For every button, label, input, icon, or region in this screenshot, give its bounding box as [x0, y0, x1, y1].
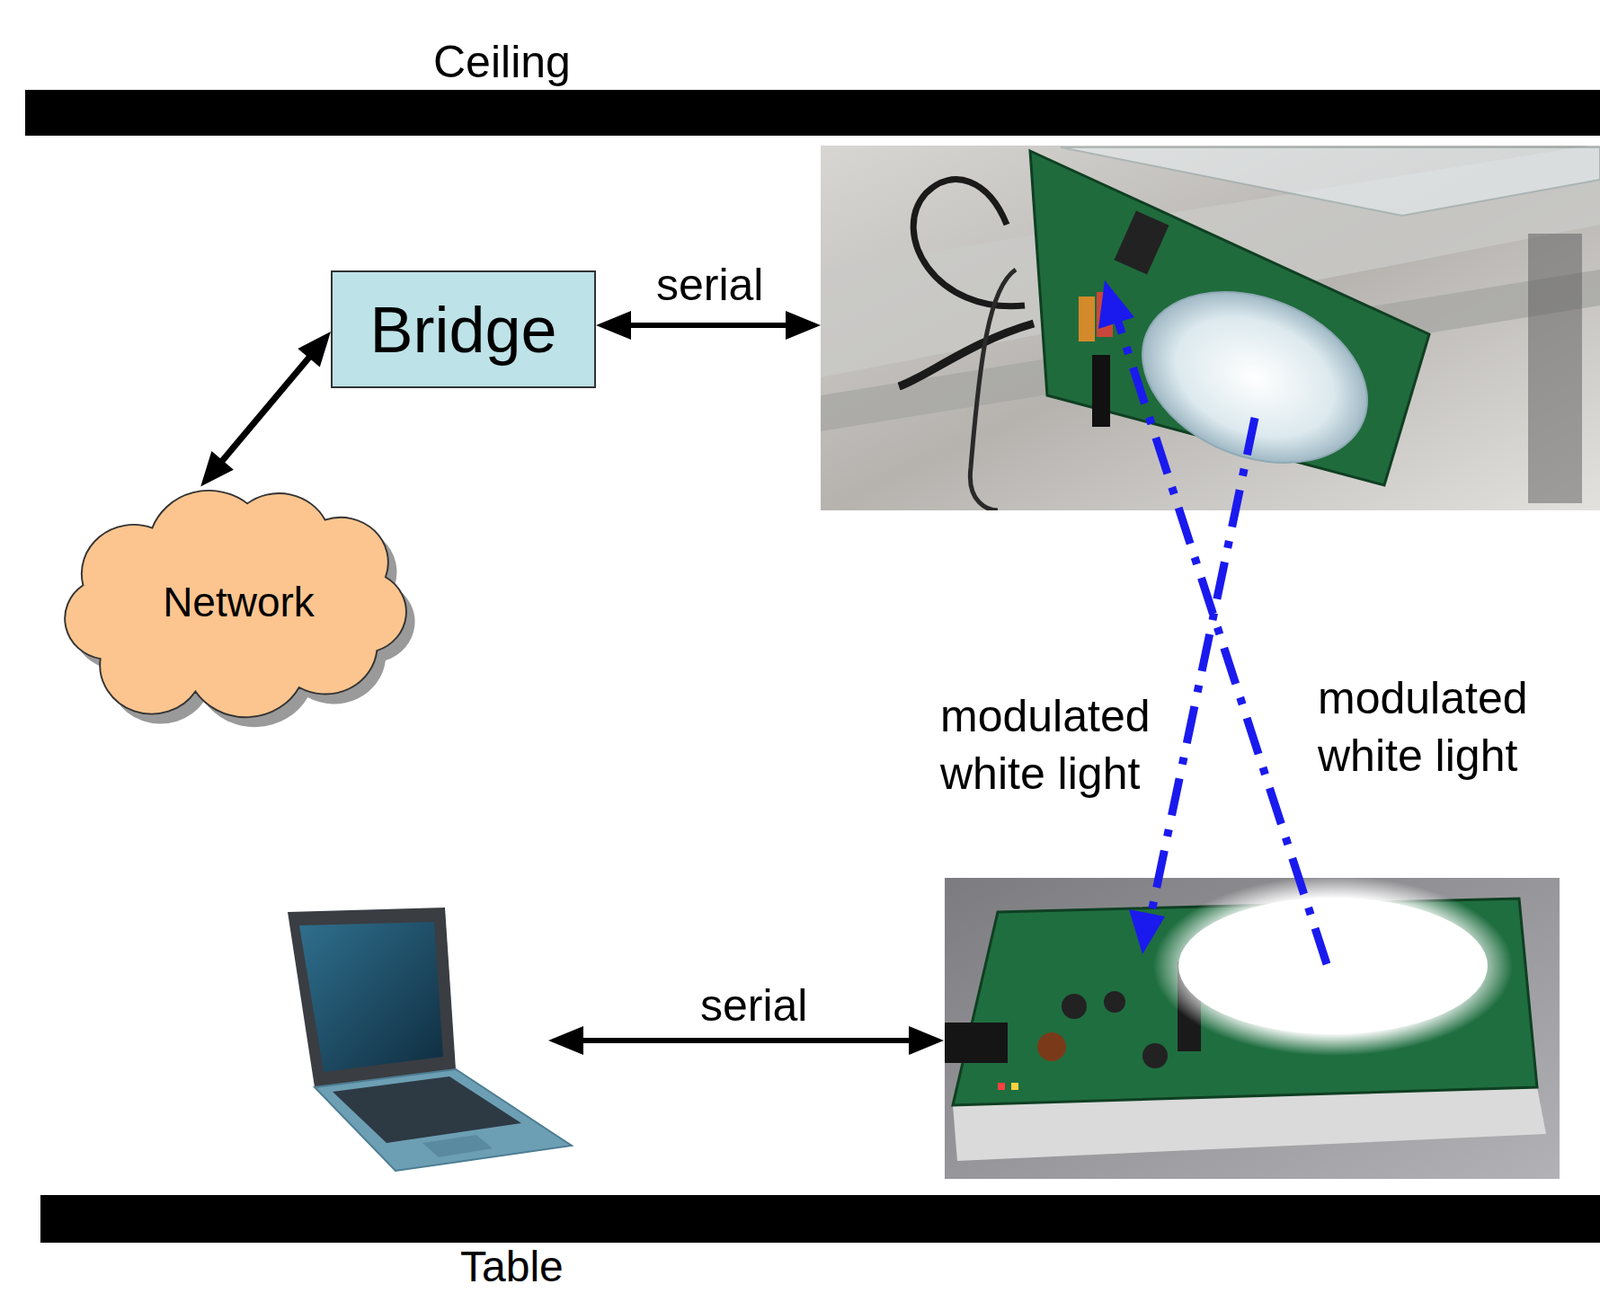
- serial-line: [620, 322, 797, 329]
- cable: [969, 269, 1016, 511]
- arrow-head: [1128, 909, 1165, 955]
- inductor: [1037, 1032, 1067, 1062]
- connector-line: [215, 349, 316, 470]
- arrow-head: [595, 311, 632, 340]
- cable-plug: [944, 1022, 1008, 1064]
- arrow-head: [200, 451, 234, 487]
- capacitor: [1103, 991, 1126, 1014]
- light-label: modulated white light: [940, 688, 1151, 803]
- arrow-head: [548, 1026, 584, 1056]
- laptop-lid: [287, 907, 456, 1088]
- cloud-shape: [64, 490, 407, 718]
- arrow-head: [297, 331, 331, 367]
- serial-link: [595, 311, 821, 340]
- led-indicator: [997, 1083, 1005, 1091]
- led-lens: [1117, 260, 1394, 496]
- led-disc: [1178, 897, 1488, 1035]
- cable: [898, 323, 1034, 387]
- chip: [1114, 210, 1170, 275]
- ribbon-wire: [1078, 296, 1095, 342]
- arrow-head: [1098, 280, 1135, 329]
- light-beam: [1116, 316, 1327, 965]
- table-bar: [40, 1195, 1600, 1244]
- cable: [913, 179, 1025, 307]
- node-text: Network: [162, 577, 315, 627]
- light-path: [1098, 280, 1327, 965]
- table-transceiver-photo: [944, 878, 1560, 1180]
- laptop-screen: [299, 922, 444, 1073]
- ceiling-label: Ceiling: [433, 34, 571, 92]
- wall-detail: [1528, 233, 1583, 504]
- serial-line: [572, 1038, 920, 1044]
- serial-label: serial: [656, 257, 764, 315]
- network-cloud: Network: [48, 471, 429, 733]
- light-label: modulated white light: [1317, 670, 1529, 785]
- capacitor: [1061, 994, 1087, 1020]
- laptop-base: [314, 1069, 572, 1172]
- arrow-head: [908, 1026, 944, 1056]
- led-indicator: [1011, 1083, 1019, 1091]
- capacitor: [1142, 1043, 1168, 1069]
- bridge-box: Bridge: [330, 270, 596, 389]
- serial-label: serial: [700, 977, 808, 1036]
- table-label: Table: [460, 1244, 564, 1290]
- ceiling-transceiver-photo: [820, 145, 1600, 511]
- light-beam: [1150, 417, 1255, 917]
- laptop-touchpad: [422, 1135, 493, 1158]
- laptop-icon: [287, 907, 572, 1172]
- connector-arrow: [200, 331, 331, 487]
- ceiling-bar: [25, 89, 1600, 136]
- light-glow: [1153, 878, 1513, 1057]
- node-text: Bridge: [369, 293, 557, 367]
- connector: [1092, 355, 1111, 427]
- laptop-keyboard: [332, 1076, 522, 1144]
- pcb-board: [952, 898, 1538, 1106]
- arrow-head: [785, 311, 821, 340]
